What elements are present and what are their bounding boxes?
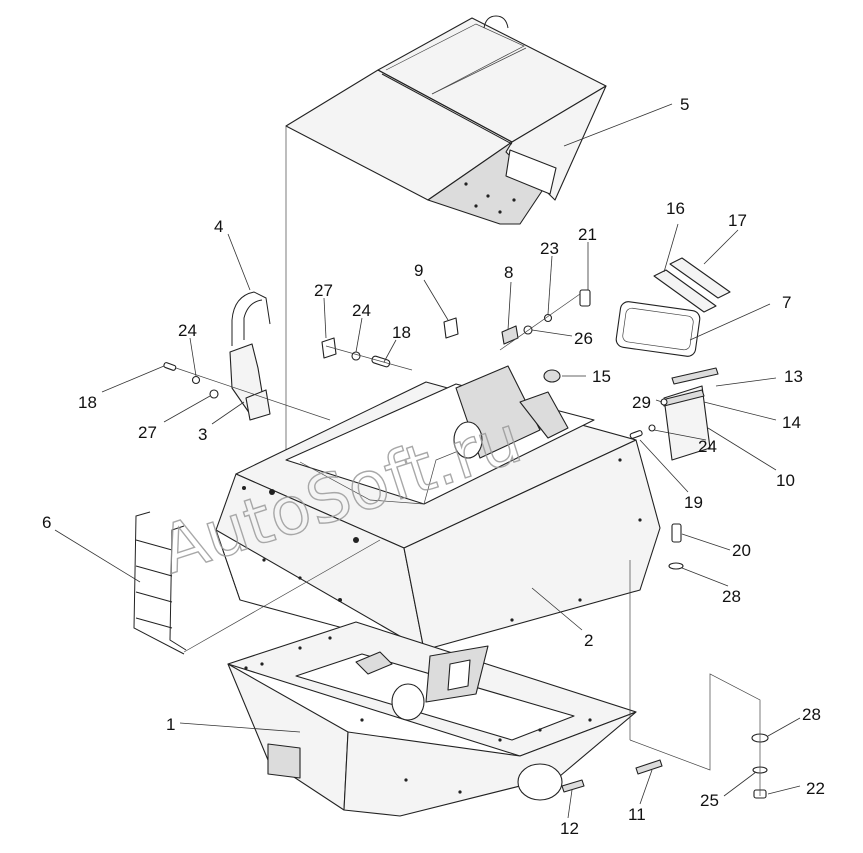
callout-7: 7 <box>782 293 791 312</box>
part-2-hopper-body <box>215 365 661 651</box>
callout-24-center: 24 <box>352 301 371 320</box>
assembly-lines <box>175 293 761 796</box>
callout-21: 21 <box>578 225 597 244</box>
callout-3: 3 <box>198 425 207 444</box>
callout-17: 17 <box>728 211 747 230</box>
callout-26: 26 <box>574 329 593 348</box>
fasteners <box>163 289 769 799</box>
callout-20: 20 <box>732 541 751 560</box>
callout-25: 25 <box>700 791 719 810</box>
part-7-gasket <box>615 301 701 357</box>
part-16-strip <box>653 269 717 313</box>
leader-lines <box>54 103 801 819</box>
callout-24-right: 24 <box>698 437 717 456</box>
callout-11: 11 <box>628 805 646 824</box>
part-6-ladder <box>133 511 187 655</box>
callout-5: 5 <box>680 95 689 114</box>
part-17-strip <box>669 257 731 299</box>
callout-27-left: 27 <box>138 423 157 442</box>
callout-27-center: 27 <box>314 281 333 300</box>
part-4-handle <box>231 291 271 346</box>
callout-18-left: 18 <box>78 393 97 412</box>
callout-1: 1 <box>166 715 175 734</box>
callout-23: 23 <box>540 239 559 258</box>
callout-14: 14 <box>782 413 801 432</box>
callout-16: 16 <box>666 199 685 218</box>
part-15-nut <box>543 369 561 383</box>
part-10-flap <box>663 385 711 461</box>
callout-2: 2 <box>584 631 593 650</box>
callout-labels: 1 2 3 4 5 6 7 8 9 10 11 12 13 14 15 16 1… <box>42 95 825 838</box>
callout-12: 12 <box>560 819 579 838</box>
callout-18-center: 18 <box>392 323 411 342</box>
callout-29: 29 <box>632 393 651 412</box>
part-5-lid <box>285 15 607 450</box>
callout-8: 8 <box>504 263 513 282</box>
callout-22: 22 <box>806 779 825 798</box>
callout-4: 4 <box>214 217 223 236</box>
callout-28-lower: 28 <box>802 705 821 724</box>
callout-13: 13 <box>784 367 803 386</box>
callout-19: 19 <box>684 493 703 512</box>
callout-15: 15 <box>592 367 611 386</box>
callout-6: 6 <box>42 513 51 532</box>
part-3-bracket <box>229 343 271 421</box>
callout-9: 9 <box>414 261 423 280</box>
callout-10: 10 <box>776 471 795 490</box>
callout-28-right: 28 <box>722 587 741 606</box>
part-13-clamp-bar <box>671 367 719 385</box>
part-1-lower-frame <box>227 621 637 817</box>
callout-24-left: 24 <box>178 321 197 340</box>
